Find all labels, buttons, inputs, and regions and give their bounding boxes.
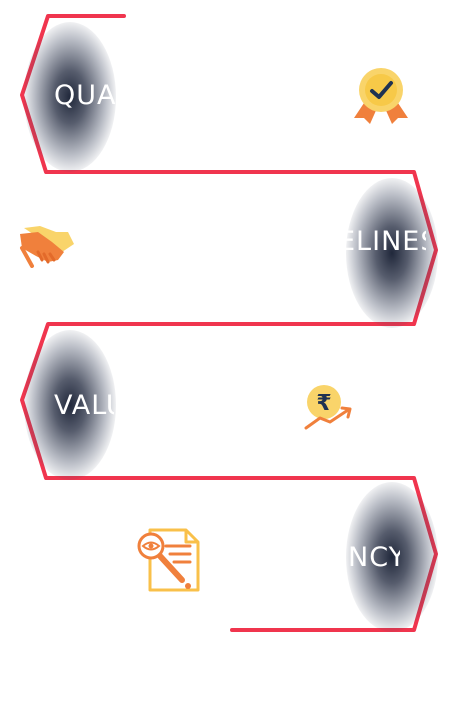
row-2-shadow bbox=[346, 178, 438, 328]
quality-badge-icon bbox=[354, 68, 408, 124]
row-2-label: elines bbox=[338, 226, 426, 257]
document-inspect-icon bbox=[137, 528, 200, 592]
row-1-shadow bbox=[24, 22, 116, 172]
handshake-icon bbox=[20, 226, 74, 268]
row-1-label: Quali bbox=[54, 80, 116, 111]
svg-text:₹: ₹ bbox=[316, 391, 331, 416]
row-4-shadow bbox=[346, 482, 438, 632]
row-3-shadow bbox=[24, 330, 116, 480]
rupee-growth-icon: ₹ bbox=[304, 385, 352, 430]
row-4-label: ency bbox=[330, 542, 400, 573]
row-3-label: Valu bbox=[54, 390, 114, 421]
